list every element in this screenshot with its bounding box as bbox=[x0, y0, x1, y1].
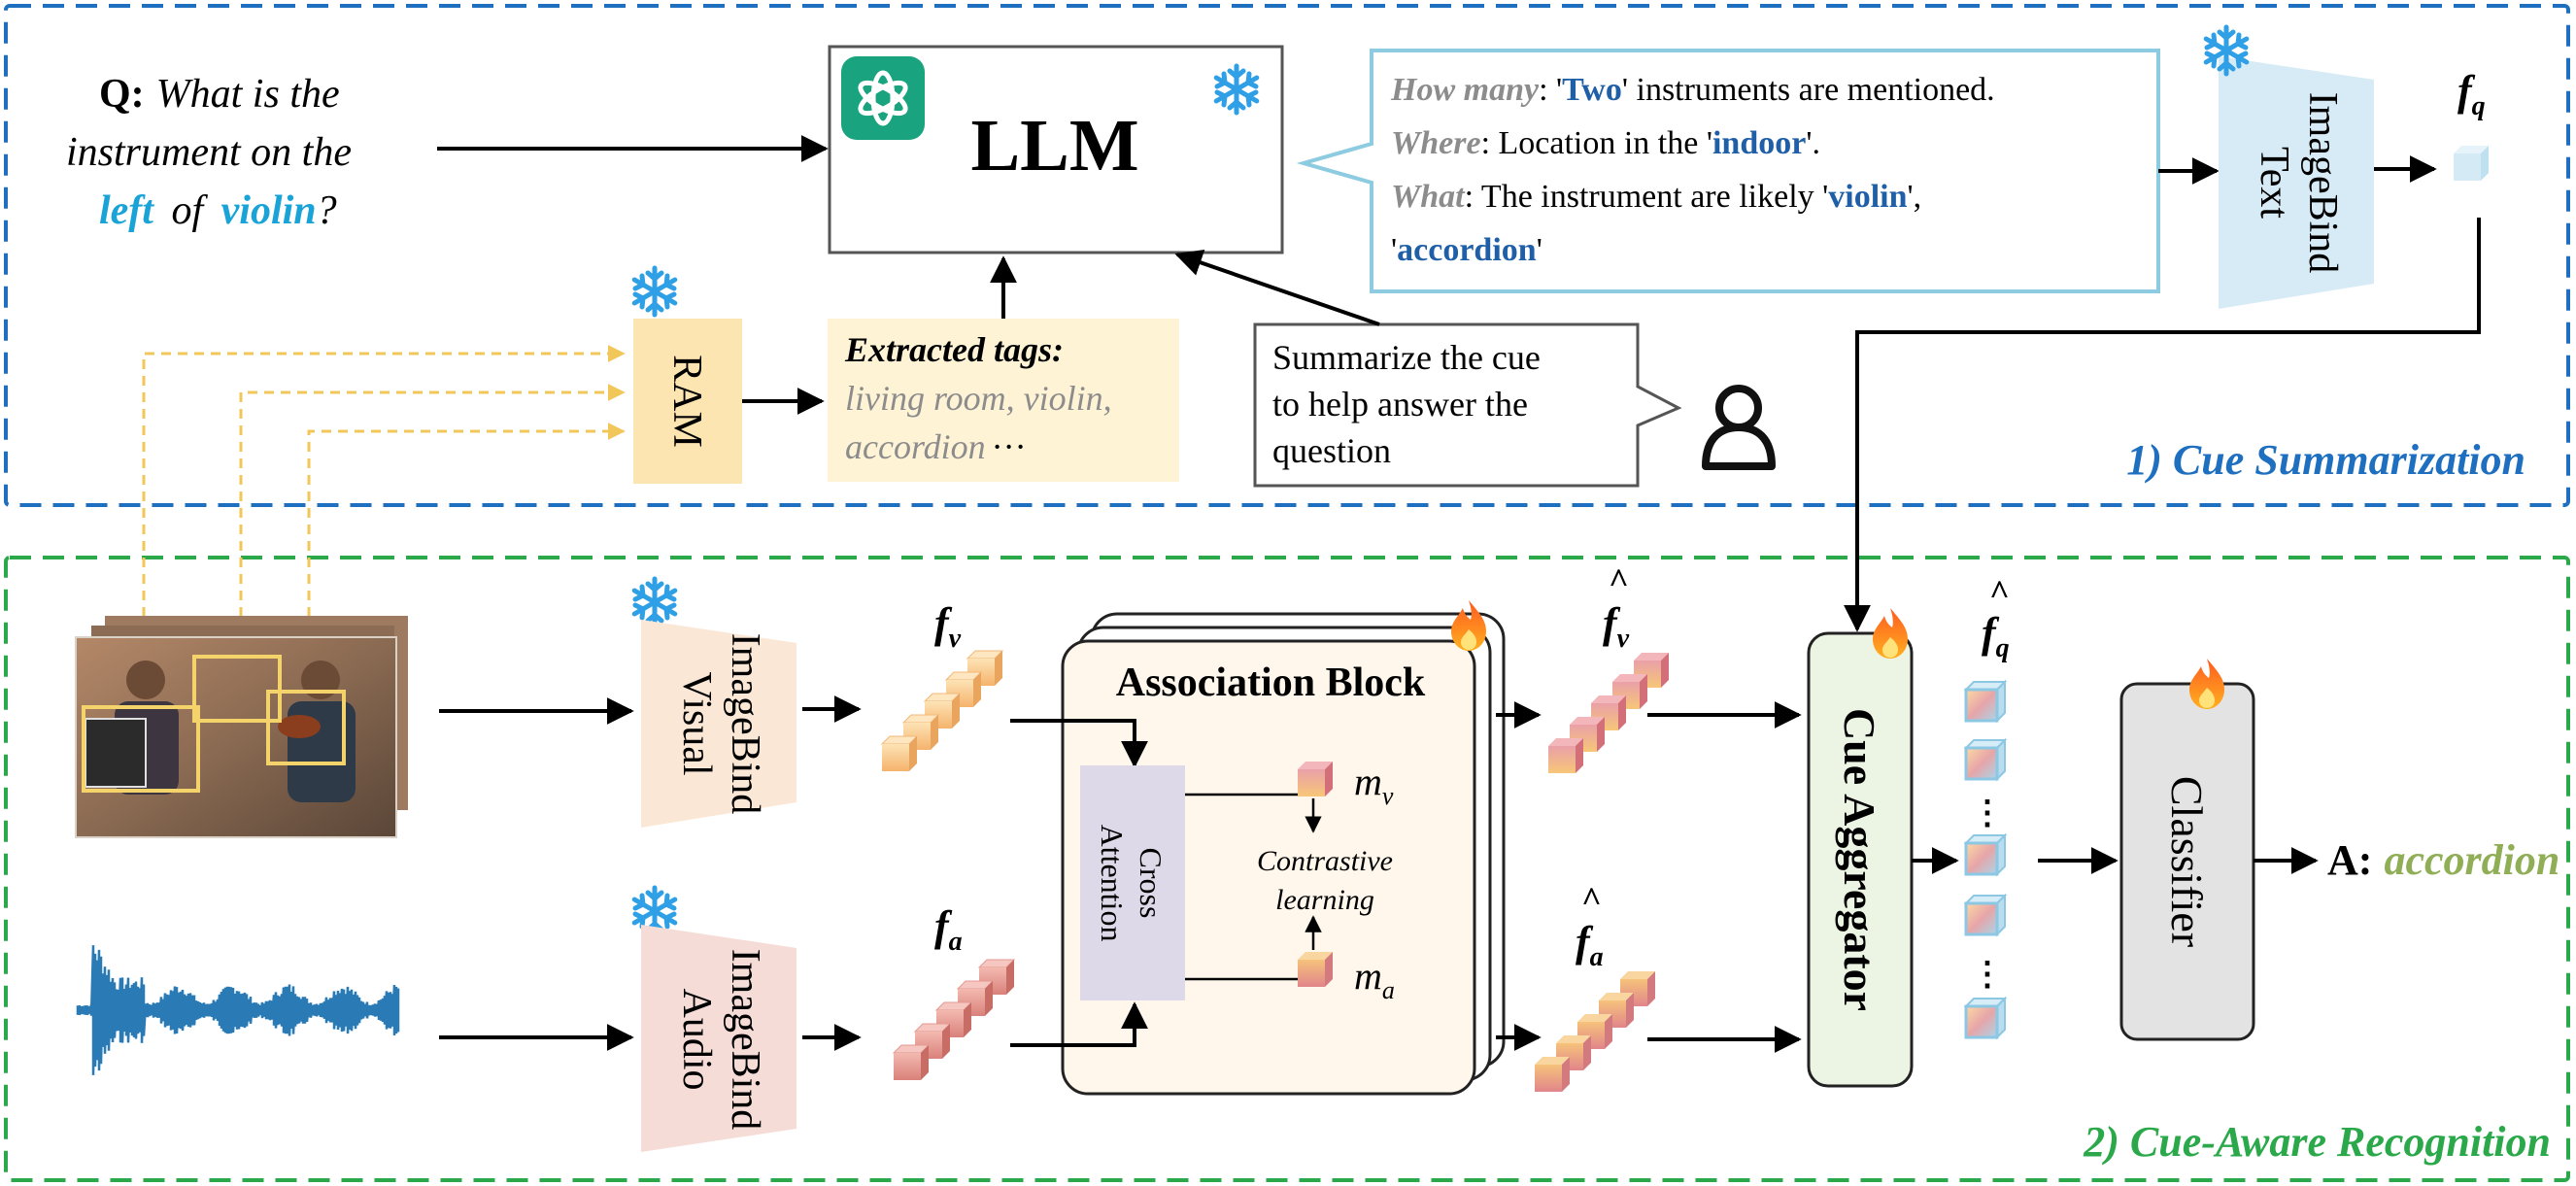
ram-label: RAM bbox=[664, 355, 709, 448]
fa-features bbox=[893, 959, 1015, 1081]
cue-summarization-title: 1) Cue Summarization bbox=[2126, 436, 2525, 484]
cross-attention-label: Cross Attention bbox=[1095, 825, 1169, 942]
trainable-fire-icon bbox=[1873, 608, 1908, 659]
contrastive-label: Contrastive bbox=[1257, 845, 1393, 877]
svg-text:fa: fa bbox=[1576, 918, 1604, 972]
imagebind-visual-encoder bbox=[641, 620, 797, 828]
frozen-snowflake-icon bbox=[634, 268, 675, 315]
svg-text:Text: Text bbox=[2252, 147, 2296, 219]
classifier-label: Classifier bbox=[2162, 776, 2212, 947]
svg-text:How many: 'Two' instruments ar: How many: 'Two' instruments are mentione… bbox=[1390, 72, 1995, 108]
ram-box bbox=[633, 319, 742, 484]
mv-cube bbox=[1298, 762, 1333, 796]
svg-text:Where: Location in the 'indoor: Where: Location in the 'indoor'. bbox=[1391, 125, 1820, 161]
svg-text:⋮: ⋮ bbox=[1971, 957, 2004, 993]
svg-text:to help answer the: to help answer the bbox=[1272, 385, 1528, 424]
frozen-snowflake-icon bbox=[2206, 27, 2247, 74]
audio-encoder-label: ImageBind Audio bbox=[674, 949, 767, 1131]
visual-encoder-label: ImageBind Visual bbox=[674, 633, 767, 815]
fv-label: fv bbox=[934, 599, 962, 654]
svg-text:fq: fq bbox=[1982, 609, 2010, 663]
imagebind-audio-encoder bbox=[641, 925, 797, 1152]
svg-text:ImageBind: ImageBind bbox=[2300, 92, 2345, 274]
svg-text:ImageBind: ImageBind bbox=[723, 633, 767, 815]
fv-hat-label: ^ fv bbox=[1603, 561, 1630, 654]
yellow-dashed-arrows bbox=[142, 345, 626, 633]
svg-text:Extracted tags:: Extracted tags: bbox=[844, 330, 1064, 369]
svg-text:⋮: ⋮ bbox=[1971, 796, 2004, 831]
fq-cube bbox=[2454, 146, 2489, 181]
trainable-fire-icon bbox=[2189, 659, 2224, 709]
svg-text:^: ^ bbox=[1609, 561, 1629, 600]
frozen-snowflake-icon bbox=[634, 579, 675, 626]
cue-aware-recognition-frame bbox=[4, 556, 2570, 1182]
cue-summary-bubble bbox=[1296, 49, 2160, 293]
svg-text:^: ^ bbox=[1989, 573, 2010, 612]
arrow-prompt-to-llm bbox=[1174, 250, 1380, 326]
fq-hat-label: ^ fq bbox=[1982, 573, 2010, 663]
cue-summary-text: How many: 'Two' instruments are mentione… bbox=[1390, 72, 1995, 268]
answer-text: A:accordion bbox=[2327, 836, 2559, 884]
cross-attention-box bbox=[1080, 765, 1185, 1000]
svg-text:question: question bbox=[1272, 431, 1391, 470]
text-encoder-label: ImageBind Text bbox=[2252, 92, 2345, 274]
arrow-fq-to-cue-aggregator bbox=[1844, 218, 2481, 632]
question-text: Q:What is the instrument on the left of … bbox=[66, 72, 352, 233]
svg-text:Q:What is the: Q:What is the bbox=[99, 72, 340, 117]
ma-label: ma bbox=[1354, 954, 1395, 1004]
extracted-tags-text: Extracted tags: living room, violin, acc… bbox=[844, 330, 1112, 466]
svg-text:Cross: Cross bbox=[1134, 848, 1169, 919]
fv-features bbox=[881, 650, 1003, 772]
llm-label: LLM bbox=[970, 105, 1138, 186]
fq-label: fq bbox=[2457, 67, 2486, 121]
cue-summarization-frame bbox=[4, 4, 2570, 507]
svg-text:^: ^ bbox=[1581, 880, 1602, 919]
user-icon bbox=[1702, 385, 1776, 470]
svg-text:Attention: Attention bbox=[1095, 825, 1130, 942]
prompt-bubble bbox=[1253, 322, 1682, 488]
fa-hat-features bbox=[1535, 971, 1655, 1092]
svg-text:Audio: Audio bbox=[674, 989, 719, 1091]
extracted-tags-box bbox=[828, 319, 1179, 482]
svg-text:living room, violin,: living room, violin, bbox=[845, 379, 1112, 418]
trainable-fire-icon bbox=[1451, 600, 1486, 651]
video-frames bbox=[75, 616, 408, 838]
cue-aggregator-label: Cue Aggregator bbox=[1835, 708, 1884, 1011]
ma-cube bbox=[1298, 952, 1333, 987]
openai-logo-icon bbox=[841, 56, 925, 140]
svg-text:accordion···: accordion··· bbox=[845, 427, 1027, 466]
svg-text:Summarize the cue: Summarize the cue bbox=[1272, 338, 1541, 377]
fa-hat-label: ^ fa bbox=[1576, 880, 1604, 972]
fa-label: fa bbox=[934, 902, 963, 957]
prompt-bubble-text: Summarize the cue to help answer the que… bbox=[1272, 338, 1541, 470]
svg-text:Visual: Visual bbox=[674, 671, 719, 775]
svg-text:instrument on the: instrument on the bbox=[66, 130, 352, 175]
imagebind-text-encoder bbox=[2219, 56, 2374, 309]
cue-aware-recognition-title: 2) Cue-Aware Recognition bbox=[2083, 1118, 2551, 1166]
arrow-fa-to-cross-attention bbox=[1010, 1001, 1148, 1047]
svg-text:What: The instrument are likel: What: The instrument are likely 'violin'… bbox=[1391, 179, 1921, 215]
svg-text:fv: fv bbox=[1603, 599, 1630, 654]
fq-hat-features: ⋮ ⋮ bbox=[1964, 680, 2007, 1039]
arrow-fv-to-cross-attention bbox=[1010, 719, 1148, 768]
svg-text:left of violin?: left of violin? bbox=[99, 188, 337, 233]
mv-label: mv bbox=[1354, 760, 1394, 810]
svg-text:'accordion': 'accordion' bbox=[1391, 232, 1542, 268]
association-block-title: Association Block bbox=[1116, 661, 1426, 705]
audio-waveform bbox=[76, 945, 400, 1075]
svg-text:ImageBind: ImageBind bbox=[723, 949, 767, 1131]
learning-label: learning bbox=[1275, 884, 1374, 916]
